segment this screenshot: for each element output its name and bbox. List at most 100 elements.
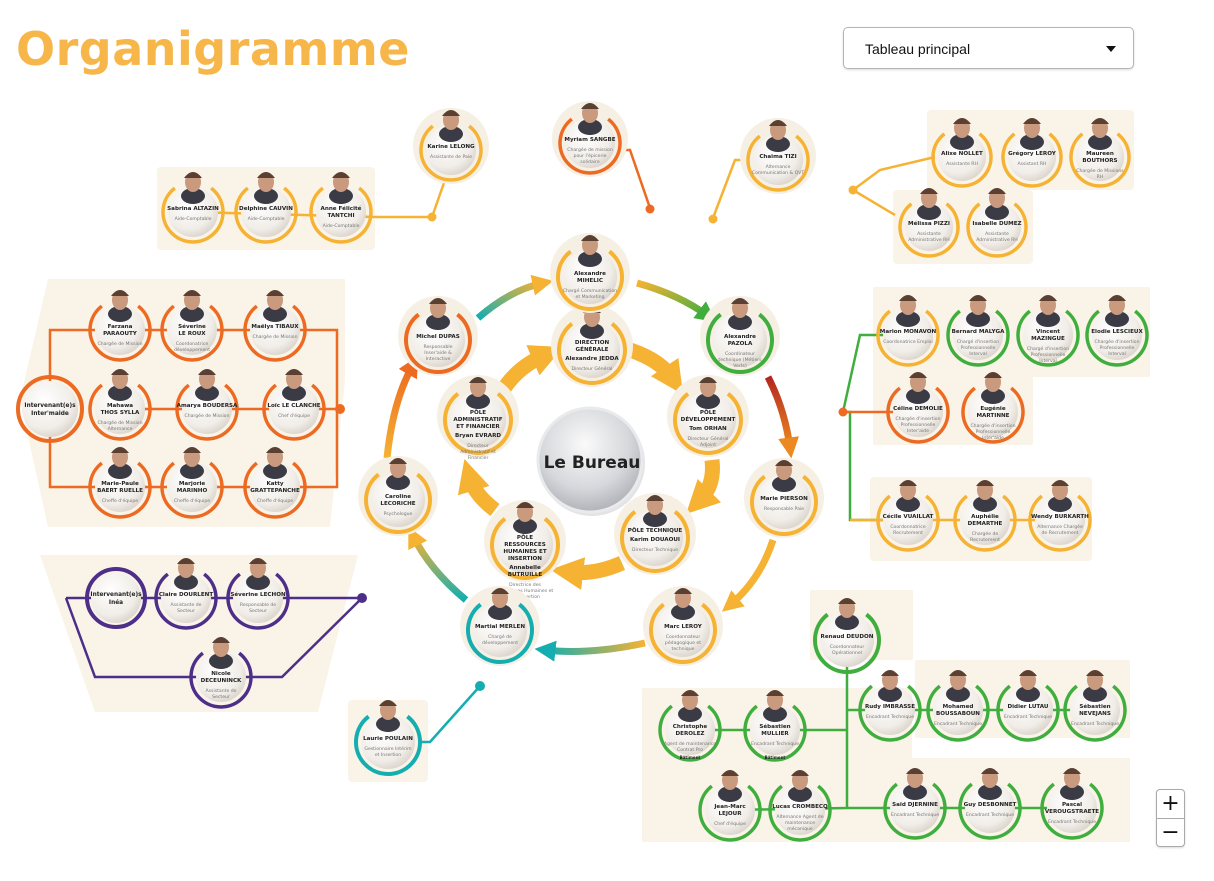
person-role: technique <box>672 646 695 652</box>
person-role: Interval <box>969 351 987 357</box>
person-role: Cheffe d'équipe <box>257 497 293 504</box>
avatar-photo <box>578 103 602 135</box>
person-role: Assistant RH <box>1017 161 1046 167</box>
person-role: Directeur Général <box>688 435 729 442</box>
zoom-in-button[interactable]: + <box>1157 790 1184 819</box>
person-role: Chargée de Mission <box>185 412 230 419</box>
node-ring <box>404 312 472 374</box>
person-role: Gestionnaire Intérim <box>364 745 412 752</box>
avatar-photo <box>671 588 695 620</box>
node-ring <box>996 684 1060 742</box>
connector-dot <box>645 204 655 214</box>
hub-label: Intervenant(e)s <box>24 403 76 409</box>
person-node[interactable]: Grégory LEROY Assistant RH <box>1001 118 1063 188</box>
person-role: Cheffe d'équipe <box>102 497 138 504</box>
avatar-photo <box>906 372 930 404</box>
node-disc <box>1035 495 1085 545</box>
hub-label: Inéa <box>109 599 123 606</box>
connector-laurie <box>420 685 481 744</box>
avatar-photo <box>108 447 132 479</box>
person-role: Administratif et <box>460 449 496 455</box>
node-disc <box>497 517 553 573</box>
node-ring <box>234 186 298 244</box>
person-role: Alternance Agent de <box>776 814 823 820</box>
person-role: Coordinateur <box>725 351 755 357</box>
person-role: Chargée de Mission <box>98 340 143 347</box>
person-name: Grégory LEROY <box>1008 150 1057 157</box>
person-name: TANTCHI <box>327 213 354 219</box>
avatar-photo <box>466 377 490 409</box>
view-select[interactable]: Tableau principal <box>843 27 1134 69</box>
node-ring <box>558 117 622 175</box>
center-node[interactable]: Le Bureau <box>536 406 645 516</box>
person-role: Chargée de <box>972 530 999 537</box>
zoom-control: + − <box>1156 789 1185 847</box>
node-disc <box>890 783 940 833</box>
zoom-out-button[interactable]: − <box>1161 820 1180 845</box>
person-name: Marie-Paule <box>101 481 139 487</box>
node-disc <box>233 573 283 623</box>
connector-dot <box>335 404 345 414</box>
avatar-photo <box>985 188 1009 220</box>
arrow-merlen-lecoriche <box>408 526 469 603</box>
